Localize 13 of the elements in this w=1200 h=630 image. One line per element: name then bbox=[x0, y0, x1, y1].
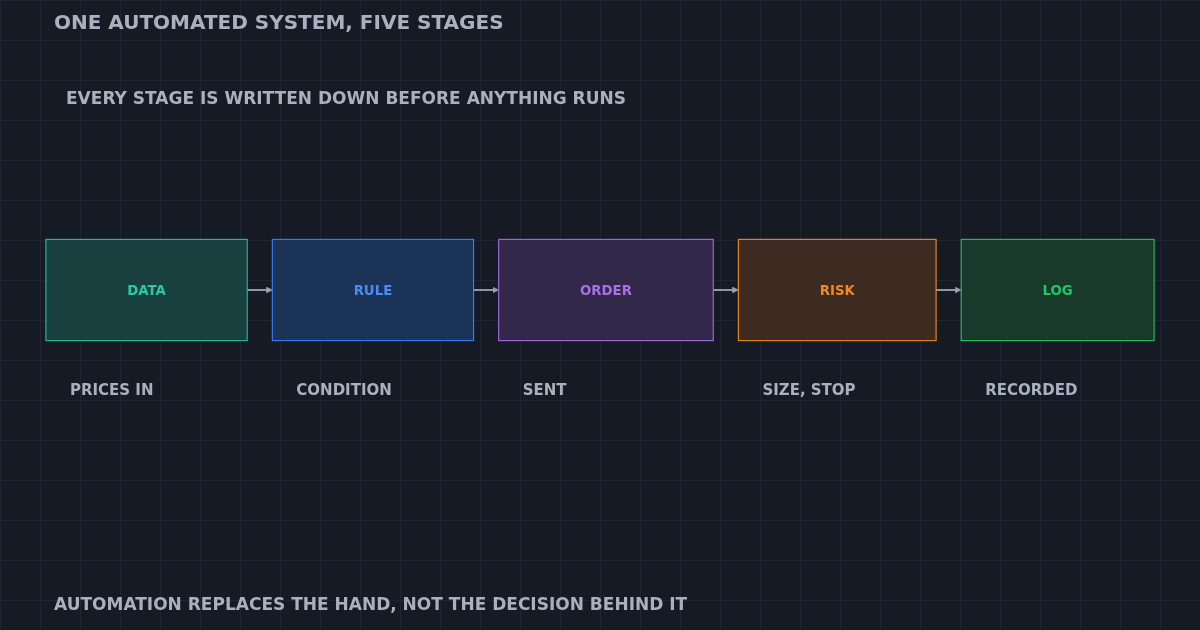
node-box bbox=[960, 238, 1155, 342]
stage-caption: CONDITION bbox=[296, 380, 392, 399]
stage-caption: SIZE, STOP bbox=[762, 380, 856, 399]
note-text: EVERY STAGE IS WRITTEN DOWN BEFORE ANYTHING RUNS bbox=[66, 88, 626, 108]
stage-caption: SENT bbox=[522, 380, 567, 399]
stage-caption: PRICES IN bbox=[69, 380, 154, 399]
node-box bbox=[498, 238, 714, 342]
node-box bbox=[737, 238, 937, 342]
stage-caption: RECORDED bbox=[985, 380, 1078, 399]
node-box bbox=[271, 238, 475, 342]
node-box bbox=[45, 238, 248, 342]
title: ONE AUTOMATED SYSTEM, FIVE STAGES bbox=[54, 10, 504, 34]
caption: AUTOMATION REPLACES THE HAND, NOT THE DECISION BEHIND IT bbox=[54, 594, 688, 614]
